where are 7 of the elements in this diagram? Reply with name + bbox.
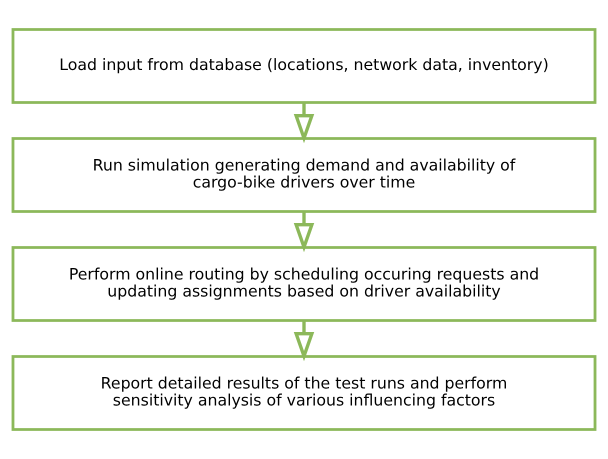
node-box: Load input from database (locations, network data, inventory): [12, 28, 596, 104]
node-box: Report detailed results of the test runs and perform sensitivity analysis of various influencing factors: [12, 355, 596, 431]
arrow: [294, 102, 314, 144]
node-box: Run simulation generating demand and availability of cargo-bike drivers over time: [12, 137, 596, 213]
arrow: [294, 320, 314, 362]
arrow: [294, 212, 314, 252]
node-box: Perform online routing by scheduling occuring requests and updating assignments based on driver availability: [12, 246, 596, 322]
